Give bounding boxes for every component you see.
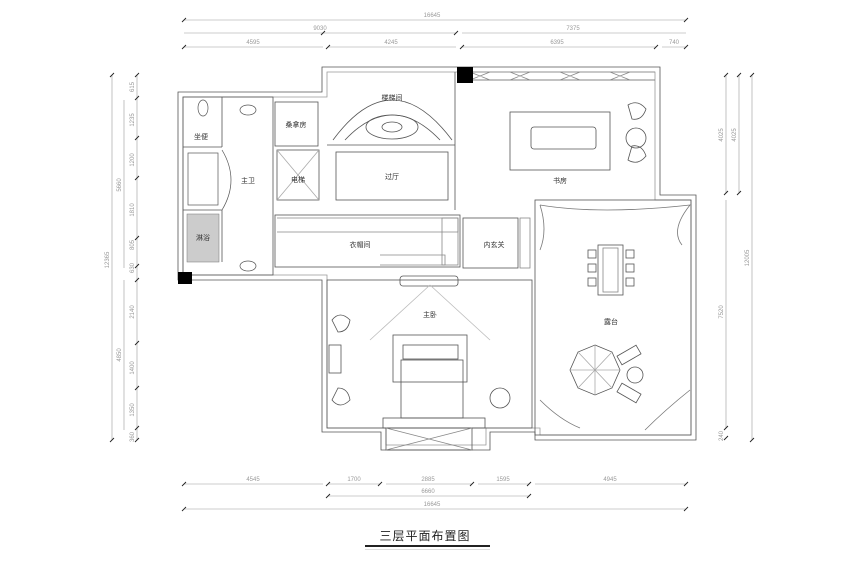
dim-right-3: 240 xyxy=(719,430,725,441)
dim-left-5: 805 xyxy=(130,239,136,250)
dim-left-total: 12365 xyxy=(105,251,111,268)
label-stairwell: 楼梯间 xyxy=(382,93,403,102)
dim-left-3: 1200 xyxy=(130,153,136,167)
drawing-title: 三层平面布置图 xyxy=(379,529,471,543)
dim-left-8: 1400 xyxy=(130,361,136,375)
label-elevator: 电梯 xyxy=(291,175,305,184)
label-terrace: 露台 xyxy=(604,317,618,326)
label-inner-foyer: 内玄关 xyxy=(484,240,505,249)
dim-top-a: 9030 xyxy=(313,26,327,32)
dim-left-4: 1810 xyxy=(130,203,136,217)
label-master-bedroom: 主卧 xyxy=(423,310,437,319)
label-sauna: 桑拿房 xyxy=(286,120,307,129)
label-shower: 淋浴 xyxy=(196,233,210,242)
dim-right-inner: 4025 xyxy=(732,128,738,142)
dim-left-7: 2140 xyxy=(130,305,136,319)
dim-left-mid-a: 5660 xyxy=(117,178,123,192)
dim-bottom-c: 2885 xyxy=(421,477,435,483)
dim-right-2: 7520 xyxy=(719,305,725,319)
dim-left-2: 1235 xyxy=(130,113,136,127)
dim-top-e: 6395 xyxy=(550,40,564,46)
dim-bottom-mid: 6660 xyxy=(421,489,435,495)
dim-bottom-total: 16645 xyxy=(424,502,441,508)
dim-right-total: 12005 xyxy=(745,249,751,266)
dim-left-10: 360 xyxy=(130,431,136,442)
dim-right-1: 4025 xyxy=(719,128,725,142)
label-study: 书房 xyxy=(553,176,567,185)
label-cloakroom: 衣帽间 xyxy=(350,240,371,249)
dim-top-f: 740 xyxy=(669,40,680,46)
dim-left-9: 1350 xyxy=(130,403,136,417)
dim-top-d: 4245 xyxy=(384,40,398,46)
label-master-bath: 主卫 xyxy=(241,176,255,185)
title-underline-secondary xyxy=(365,549,490,550)
dim-bottom-b: 1700 xyxy=(347,477,361,483)
dim-top-b: 7375 xyxy=(566,26,580,32)
dim-bottom-d: 1595 xyxy=(496,477,510,483)
dim-left-6: 630 xyxy=(130,262,136,273)
title-underline xyxy=(365,545,490,547)
label-hall: 过厅 xyxy=(385,172,399,181)
dim-left-1: 615 xyxy=(130,81,136,92)
dim-top-c: 4595 xyxy=(246,40,260,46)
dim-bottom-a: 4545 xyxy=(246,477,260,483)
dim-bottom-e: 4945 xyxy=(603,477,617,483)
dim-top-total: 16645 xyxy=(424,13,441,19)
dim-left-mid-b: 4850 xyxy=(117,348,123,362)
label-toilet: 坐便 xyxy=(194,132,208,141)
